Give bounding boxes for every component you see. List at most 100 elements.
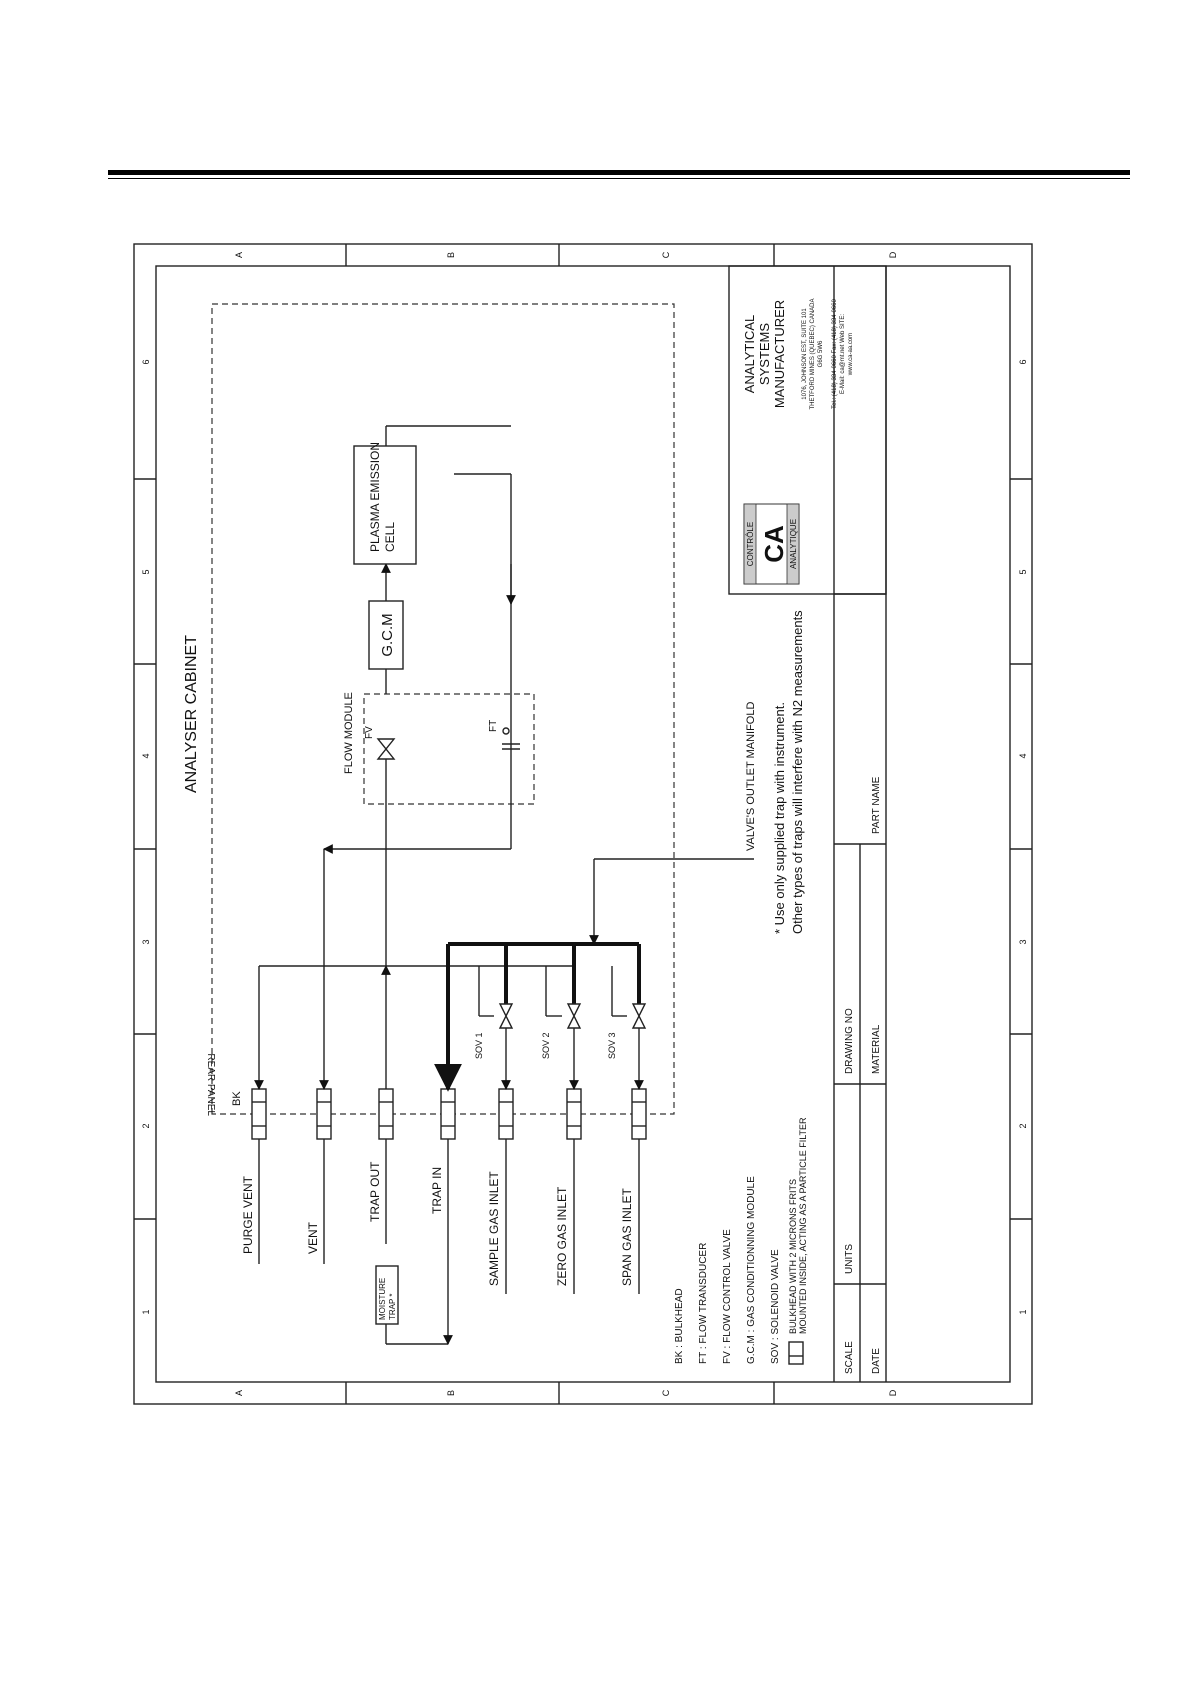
- valves-outlet-manifold: VALVE'S OUTLET MANIFOLD: [434, 702, 757, 1092]
- moisture-trap: MOISTURE TRAP *: [375, 1264, 453, 1345]
- port-purge-vent: PURGE VENT: [241, 966, 267, 1264]
- sov-label: SOV 3: [607, 1032, 617, 1059]
- svg-text:CA: CA: [759, 525, 789, 563]
- row-label-c: C: [661, 1389, 671, 1396]
- title-block: SCALE DATE UNITS DRAWING NO MATERIAL PAR…: [833, 266, 887, 1382]
- row-label-b: B: [446, 1390, 456, 1396]
- title-block-part-name: PART NAME: [871, 776, 882, 834]
- svg-text:Tel.: (418) 334-0660 Fax: (418: Tel.: (418) 334-0660 Fax: (418) 334-0660: [832, 298, 838, 408]
- bulkhead: [498, 1088, 514, 1140]
- port-span-gas-inlet: SPAN GAS INLET: [620, 1028, 647, 1294]
- row-label-d-right: D: [888, 251, 898, 258]
- bk-label: BK: [231, 1091, 243, 1106]
- svg-text:TRAP *: TRAP *: [388, 1293, 397, 1320]
- legend-item: FT : FLOW TRANSDUCER: [698, 1243, 709, 1364]
- title-block-units: UNITS: [844, 1244, 855, 1274]
- svg-text:THETFORD MINES (QUEBEC) CANADA: THETFORD MINES (QUEBEC) CANADA: [810, 298, 816, 409]
- port-label: ZERO GAS INLET: [555, 1186, 569, 1286]
- port-label: SPAN GAS INLET: [620, 1188, 634, 1286]
- flow-control-valve-icon: [376, 738, 396, 760]
- solenoid-valve-1: SOV 1: [474, 966, 514, 1059]
- port-vent: VENT: [306, 972, 332, 1264]
- title-block-drawing-no: DRAWING NO: [844, 1008, 855, 1074]
- note-line-2: Other types of traps will interfere with…: [790, 610, 805, 934]
- row-label-b-right: B: [446, 252, 456, 258]
- legend-bulkhead-line2: MOUNTED INSIDE, ACTING AS A PARTICLE FIL…: [798, 1117, 808, 1334]
- legend-item: FV : FLOW CONTROL VALVE: [722, 1229, 733, 1364]
- svg-text:E-Mail: ca@mt.net Web SITE:: E-Mail: ca@mt.net Web SITE:: [840, 314, 846, 394]
- col-label-4: 4: [141, 753, 151, 758]
- port-label: TRAP OUT: [368, 1161, 382, 1222]
- flow-module-label: FLOW MODULE: [343, 692, 355, 774]
- note-line-1: * Use only supplied trap with instrument…: [772, 702, 787, 934]
- bulkhead: [566, 1088, 582, 1140]
- flow-module: FLOW MODULE FV FT: [343, 692, 535, 805]
- svg-text:CONTRÔLE: CONTRÔLE: [746, 522, 755, 566]
- port-label: SAMPLE GAS INLET: [487, 1171, 501, 1286]
- gcm-label: G.C.M: [379, 613, 396, 656]
- bulkhead: [440, 1088, 456, 1140]
- plasma-emission-cell: PLASMA EMISSION CELL: [353, 425, 511, 565]
- plasma-cell-label-line1: PLASMA EMISSION: [368, 442, 382, 552]
- column-zones: 1 2 3 4 5 6 1 2 3 4 5 6: [134, 359, 1032, 1315]
- rotated-drawing: 1 2 3 4 5 6 1 2 3 4 5 6 A B C D A B: [133, 243, 1033, 1405]
- legend: BK : BULKHEAD FT : FLOW TRANSDUCER FV : …: [674, 1117, 808, 1365]
- port-label: VENT: [306, 1221, 320, 1254]
- plasma-cell-label-line2: CELL: [383, 522, 397, 552]
- port-trap-out: TRAP OUT: [368, 965, 394, 1244]
- col-label-4-bottom: 4: [1018, 753, 1028, 758]
- bulkhead: [316, 1088, 332, 1140]
- bulkhead-legend-icon: [788, 1341, 804, 1365]
- solenoid-valve-3: SOV 3: [607, 966, 647, 1059]
- manifold-label: VALVE'S OUTLET MANIFOLD: [745, 702, 757, 851]
- col-label-2-bottom: 2: [1018, 1123, 1028, 1128]
- header-rule-thin: [108, 178, 1130, 179]
- company-name-line1: ANALYTICAL: [742, 315, 757, 394]
- port-sample-gas-inlet: SAMPLE GAS INLET: [487, 1028, 514, 1294]
- row-label-a: A: [234, 1390, 244, 1396]
- inner-border: [155, 265, 1011, 1383]
- row-label-a-right: A: [234, 252, 244, 258]
- title-block-date: DATE: [871, 1348, 882, 1374]
- legend-item: SOV : SOLENOID VALVE: [770, 1249, 781, 1364]
- legend-item: BK : BULKHEAD: [674, 1288, 685, 1364]
- ft-label: FT: [488, 720, 499, 732]
- svg-text:ANALYTIQUE: ANALYTIQUE: [789, 519, 798, 569]
- title-block-material: MATERIAL: [871, 1024, 882, 1074]
- sov-label: SOV 1: [474, 1032, 484, 1059]
- port-label: PURGE VENT: [241, 1175, 255, 1254]
- company-block: CONTRÔLE CA ANALYTIQUE ANALYTICAL SYSTEM…: [728, 265, 887, 595]
- flow-transducer-icon: [502, 727, 510, 735]
- col-label-1: 1: [141, 1309, 151, 1314]
- company-name-line2: SYSTEMS: [757, 323, 772, 385]
- row-label-c-right: C: [661, 251, 671, 258]
- legend-item: G.C.M : GAS CONDITIONNING MODULE: [746, 1176, 757, 1364]
- col-label-5-bottom: 5: [1018, 569, 1028, 574]
- col-label-3: 3: [141, 939, 151, 944]
- svg-text:G6G 5W6: G6G 5W6: [818, 340, 824, 367]
- port-label: TRAP IN: [430, 1167, 444, 1214]
- cabinet-title: ANALYSER CABINET: [183, 635, 200, 793]
- bulkhead: [378, 1088, 394, 1140]
- bulkhead: [251, 1088, 267, 1140]
- title-block-scale: SCALE: [844, 1341, 855, 1374]
- col-label-1-bottom: 1: [1018, 1309, 1028, 1314]
- port-zero-gas-inlet: ZERO GAS INLET: [555, 1028, 582, 1294]
- col-label-3-bottom: 3: [1018, 939, 1028, 944]
- fv-label: FV: [364, 726, 375, 739]
- sov-label: SOV 2: [541, 1032, 551, 1059]
- col-label-6: 6: [141, 359, 151, 364]
- svg-text:1076, JOHNSON EST, SUITE 101: 1076, JOHNSON EST, SUITE 101: [802, 308, 808, 400]
- header-rule-thick: [108, 170, 1130, 175]
- svg-text:www.ca-aa.com: www.ca-aa.com: [848, 333, 854, 376]
- gcm-module: G.C.M: [368, 563, 404, 694]
- company-name-line3: MANUFACTURER: [772, 300, 787, 408]
- svg-text:MOISTURE: MOISTURE: [378, 1278, 387, 1320]
- col-label-6-bottom: 6: [1018, 359, 1028, 364]
- outer-border: [133, 243, 1033, 1405]
- col-label-2: 2: [141, 1123, 151, 1128]
- port-trap-in: TRAP IN: [430, 1088, 456, 1264]
- bulkhead: [631, 1088, 647, 1140]
